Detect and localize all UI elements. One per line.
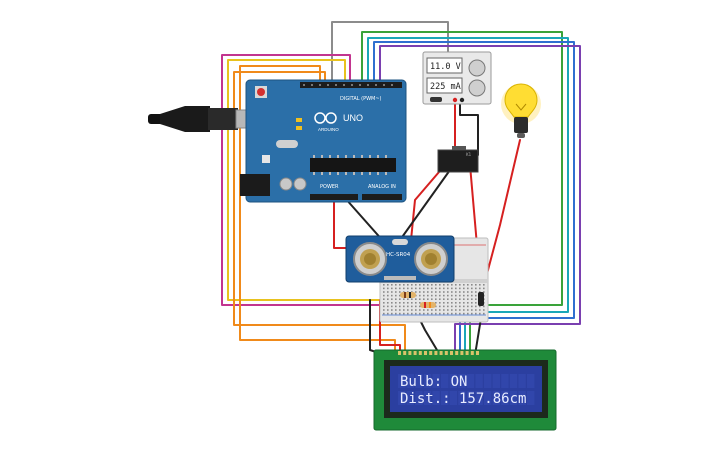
power-switch[interactable] — [430, 97, 442, 102]
arduino-model-text: UNO — [343, 113, 363, 123]
power-header — [310, 194, 358, 200]
current-reading: 225 mA — [430, 82, 461, 92]
arduino-uno-board[interactable]: DIGITAL (PWM~) POWER ANALOG IN UNO ARDUI… — [240, 79, 407, 203]
power-jack[interactable] — [240, 174, 270, 196]
analog-header — [362, 194, 402, 200]
arduino-logo — [314, 112, 337, 124]
current-display — [426, 77, 463, 94]
probe-jack-red[interactable] — [452, 97, 458, 103]
breadboard-holes — [383, 284, 485, 315]
lcd-line-2: Dist.: 157.86cm — [400, 391, 526, 407]
arduino-brand-text: ARDUINO — [318, 127, 339, 132]
power-label: POWER — [320, 184, 339, 190]
diode[interactable] — [478, 292, 484, 306]
svg-text:K1: K1 — [466, 152, 472, 157]
wire-yellow[interactable] — [227, 59, 396, 301]
resistor[interactable] — [420, 302, 436, 308]
wire-black-3[interactable] — [399, 169, 451, 241]
relay-module[interactable]: K1 — [437, 146, 479, 173]
voltage-display — [426, 57, 463, 74]
lcd-header-pins — [398, 351, 479, 355]
analog-label: ANALOG IN — [368, 184, 396, 190]
wire-black-1[interactable] — [459, 99, 479, 156]
voltage-reading: 11.0 V — [430, 62, 461, 72]
resistor[interactable] — [400, 292, 416, 298]
multimeter[interactable]: 11.0 V 225 mA — [422, 51, 492, 105]
atmega-chip — [310, 158, 396, 172]
lcd-line-1: Bulb: ON — [400, 374, 467, 390]
range-knob[interactable] — [468, 59, 486, 77]
ultrasonic-sensor[interactable]: HC-SR04 — [345, 235, 455, 283]
light-bulb[interactable] — [501, 83, 541, 138]
lcd-screen — [390, 366, 542, 412]
wire-red-5[interactable] — [483, 139, 521, 286]
wire-purple[interactable] — [379, 45, 581, 356]
digital-label: DIGITAL (PWM~) — [340, 96, 382, 102]
crystal — [276, 140, 298, 148]
wire-red-1[interactable] — [333, 199, 351, 249]
sensor-label: HC-SR04 — [386, 252, 411, 258]
wire-orange-2[interactable] — [239, 65, 396, 356]
probe-jack-black[interactable] — [459, 97, 465, 103]
capacitor — [279, 177, 293, 191]
capacitor — [293, 177, 307, 191]
wire-orange-1[interactable] — [233, 71, 406, 356]
lcd-16x2[interactable]: Bulb: ON Dist.: 157.86cm — [373, 349, 557, 431]
lcd-character-cells — [398, 374, 535, 405]
range-knob[interactable] — [468, 79, 486, 97]
